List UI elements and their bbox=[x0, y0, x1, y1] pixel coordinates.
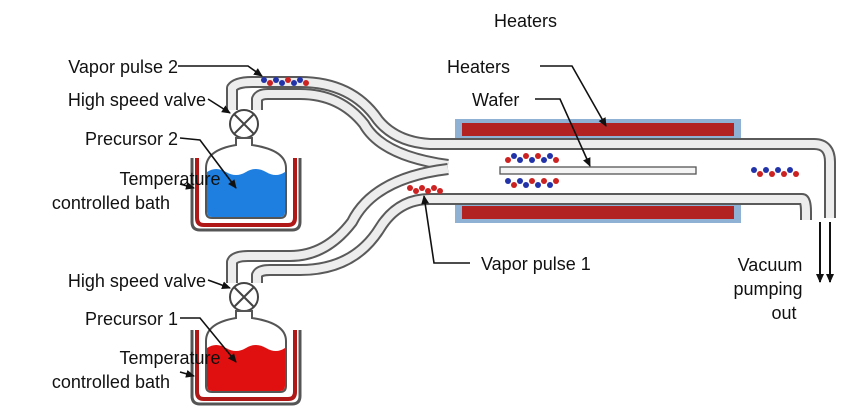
gas-tubing bbox=[226, 76, 836, 283]
tube-precursor1-upper-wall-inner bbox=[228, 165, 449, 283]
leader-temp-bath-top bbox=[179, 181, 195, 190]
label-high-speed-valve-bottom: High speed valve bbox=[68, 271, 206, 291]
label-vacuum-line2: pumping bbox=[733, 279, 802, 299]
label-vacuum-line3: out bbox=[771, 303, 796, 323]
label-temp-bath-top-line2: controlled bath bbox=[52, 193, 170, 213]
precursor-1-flask bbox=[205, 310, 287, 393]
leader-lines bbox=[178, 65, 607, 378]
label-vacuum-line1: Vacuum bbox=[738, 255, 803, 275]
heater-bottom bbox=[462, 206, 734, 219]
precursor-2-flask bbox=[205, 137, 287, 219]
label-top-heaters: Heaters bbox=[494, 11, 557, 31]
tube-precursor2-lower-wall-outer bbox=[251, 88, 449, 171]
heater-top bbox=[462, 123, 734, 136]
label-vapor-pulse-1: Vapor pulse 1 bbox=[481, 254, 591, 274]
label-heaters: Heaters bbox=[447, 57, 510, 77]
leader-vapor-pulse-2 bbox=[178, 65, 263, 77]
label-wafer: Wafer bbox=[472, 90, 519, 110]
exhaust-molecules bbox=[751, 167, 799, 177]
label-temp-bath-top-line1: Temperature bbox=[119, 169, 220, 189]
tube-precursor2-lower-wall-inner bbox=[253, 90, 449, 169]
leader-wafer bbox=[535, 98, 591, 167]
leader-high-speed-valve-top bbox=[207, 98, 231, 114]
wafer-adsorbed-molecules bbox=[505, 153, 559, 188]
leader-heaters bbox=[540, 65, 607, 127]
leader-high-speed-valve-bottom bbox=[207, 279, 231, 290]
label-precursor-1: Precursor 1 bbox=[85, 309, 178, 329]
reactor-chamber bbox=[455, 119, 741, 223]
label-high-speed-valve-top: High speed valve bbox=[68, 90, 206, 110]
leader-precursor-2 bbox=[179, 137, 237, 189]
high-speed-valve-top-icon bbox=[229, 109, 259, 139]
vacuum-pump-arrows bbox=[816, 222, 834, 283]
vapor-pulse-2-molecules bbox=[261, 77, 309, 86]
leader-temp-bath-bottom bbox=[179, 369, 195, 378]
precursor-1-liquid bbox=[207, 345, 285, 391]
wafer bbox=[499, 166, 697, 175]
tube-lower-wall-inner bbox=[253, 195, 810, 283]
label-vapor-pulse-2: Vapor pulse 2 bbox=[68, 57, 178, 77]
vapor-pulse-1-molecules bbox=[407, 185, 443, 194]
high-speed-valve-bottom-icon bbox=[229, 282, 259, 312]
label-precursor-2: Precursor 2 bbox=[85, 129, 178, 149]
label-temp-bath-bottom-line2: controlled bath bbox=[52, 372, 170, 392]
temperature-bath-top bbox=[190, 158, 302, 232]
leader-vapor-pulse-1 bbox=[421, 195, 470, 264]
tube-upper-wall-inner bbox=[228, 78, 834, 218]
label-temp-bath-bottom-line1: Temperature bbox=[119, 348, 220, 368]
leader-precursor-1 bbox=[180, 317, 237, 363]
temperature-bath-bottom bbox=[190, 330, 302, 406]
precursor-2-liquid bbox=[207, 169, 285, 217]
